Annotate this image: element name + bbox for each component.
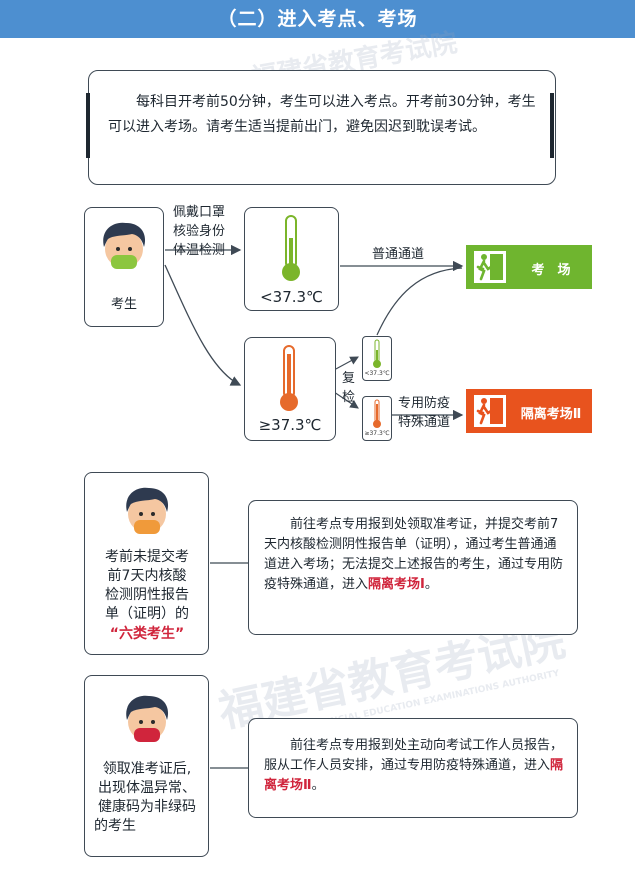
intro-box	[88, 70, 556, 185]
arrow-to-recheck-normal	[333, 356, 359, 371]
student-avatar-red-mask-icon	[126, 695, 169, 742]
case2-who-line-4: 的考生	[94, 818, 136, 834]
temp-normal-label: <37.3℃	[260, 288, 323, 306]
intro-bar-left	[86, 93, 90, 158]
case1-action-box	[248, 500, 578, 635]
flow-connectors	[164, 244, 464, 421]
case2-who-line-1: 领取准考证后,	[102, 761, 192, 777]
case1-isolation-1: 隔离考场Ⅰ	[368, 577, 425, 592]
arrow-to-recheck-high	[333, 391, 359, 409]
case2-action-text: 前往考点专用报到处主动向考试工作人员报告，服从工作人员安排，通过专用防疫特殊通道…	[264, 736, 566, 796]
thermometer-orange-icon	[280, 345, 298, 411]
check-label-mask: 佩戴口罩	[173, 205, 226, 220]
recheck-label-1: 复	[342, 371, 356, 386]
special-channel-label-1: 专用防疫	[398, 396, 451, 411]
special-channel-label-2: 特殊通道	[398, 415, 451, 430]
case2-text-end: 。	[311, 778, 325, 793]
case1-who-line-4: 单（证明）的	[105, 606, 189, 622]
recheck-normal-label: <37.3℃	[364, 370, 390, 377]
thermometer-green-icon	[282, 215, 300, 281]
normal-channel-label: 普通通道	[372, 247, 425, 262]
section-header-bar	[0, 0, 635, 38]
candidate-label: 考生	[110, 297, 137, 312]
temp-high-label: ≥37.3℃	[258, 416, 322, 434]
case1-who-line-3: 检测阴性报告	[105, 587, 189, 603]
case1-who-line-2: 前7天内核酸	[107, 568, 187, 584]
case1-text-end: 。	[424, 577, 438, 592]
section-title: （二）进入考点、考场	[217, 8, 418, 30]
recheck-label-2: 检	[342, 390, 356, 405]
intro-text: 每科目开考前50分钟，考生可以进入考点。开考前30分钟，考生可以进入考场。请考生…	[108, 94, 536, 135]
arrow-recheck-to-normal	[376, 267, 463, 336]
case1-who-line-1: 考前未提交考	[105, 549, 189, 565]
case2-text-main: 前往考点专用报到处主动向考试工作人员报告，服从工作人员安排，通过专用防疫特殊通道…	[264, 738, 564, 773]
check-label-temp: 体温检测	[173, 243, 226, 258]
case2-isolation-2: 隔离考场Ⅱ	[264, 758, 564, 793]
thermometer-small-green-icon	[373, 339, 381, 368]
case2-who-line-2: 出现体温异常、	[98, 780, 196, 796]
student-avatar-orange-mask-icon	[126, 487, 169, 534]
exit-runner-icon-orange	[474, 395, 506, 427]
check-label-id: 核验身份	[173, 224, 226, 239]
exit-runner-icon	[474, 251, 506, 283]
case1-text-main: 前往考点专用报到处领取准考证，并提交考前7天内核酸检测阴性报告单（证明），通过考…	[264, 517, 564, 592]
case2-who-line-3: 健康码为非绿码	[98, 799, 196, 815]
exam-room-label: 考 场	[531, 263, 571, 278]
recheck-high-label: ≥37.3℃	[364, 430, 390, 437]
thermometer-small-orange-icon	[373, 399, 381, 428]
student-avatar-icon	[103, 222, 146, 269]
case1-who-highlight: “六类考生”	[109, 626, 185, 642]
case1-action-text: 前往考点专用报到处领取准考证，并提交考前7天内核酸检测阴性报告单（证明），通过考…	[264, 515, 566, 595]
intro-bar-right	[550, 93, 554, 158]
isolation-room-label: 隔离考场Ⅱ	[520, 407, 582, 422]
case2-action-box	[248, 718, 578, 818]
arrow-to-high	[164, 264, 242, 386]
